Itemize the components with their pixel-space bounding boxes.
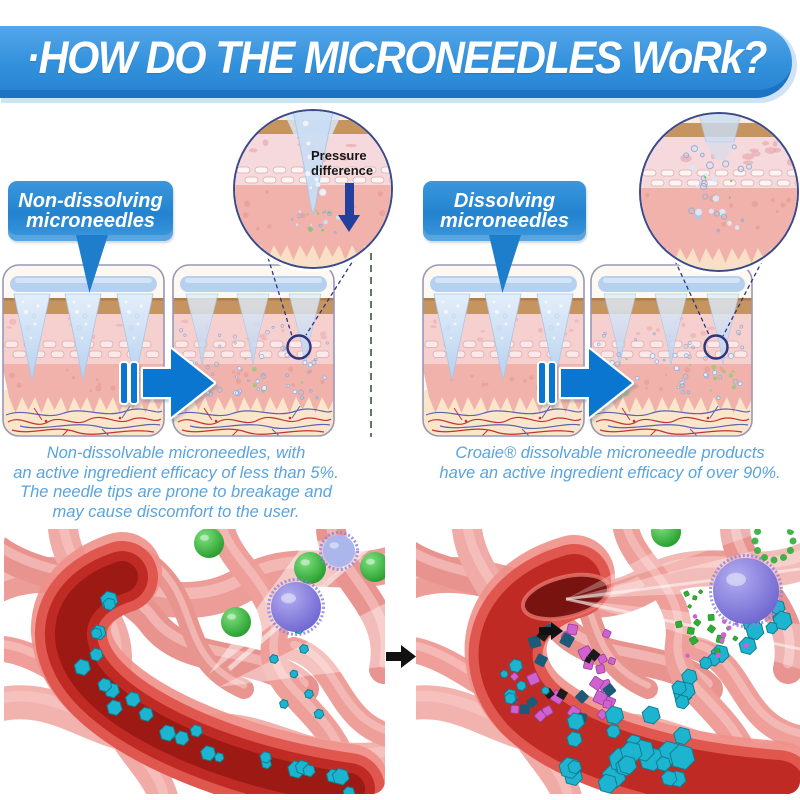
page-title: ·HOW DO THE MICRONEEDLES WoRk? xyxy=(26,32,767,83)
pressure-difference-label: Pressure difference xyxy=(311,148,374,178)
blood-vessel-image-before xyxy=(4,529,385,794)
label-non-dissolving-microneedles: Non-dissolving microneedles xyxy=(8,181,173,293)
label-dissolving-microneedles: Dissolving microneedles xyxy=(423,181,586,293)
step-right-arrow-icon xyxy=(386,645,416,668)
zoom-circle-drawing xyxy=(235,111,391,267)
pressure-down-arrow-icon xyxy=(338,183,360,239)
caption-dissolvable: Croaie® dissolvable microneedle products… xyxy=(439,444,781,482)
transform-right-arrow-icon xyxy=(537,346,635,420)
skin-zoom-inset-left: Pressure difference xyxy=(233,109,393,269)
transform-right-arrow-icon xyxy=(119,346,217,420)
blood-vessel-image-after xyxy=(416,529,800,794)
title-banner: ·HOW DO THE MICRONEEDLES WoRk? xyxy=(0,26,792,98)
zoom-circle-drawing xyxy=(641,114,797,270)
skin-panel-needles-intact-right xyxy=(422,264,585,437)
skin-zoom-inset-right xyxy=(639,112,799,272)
caption-non-dissolvable: Non-dissolvable microneedles, with an ac… xyxy=(13,444,339,521)
